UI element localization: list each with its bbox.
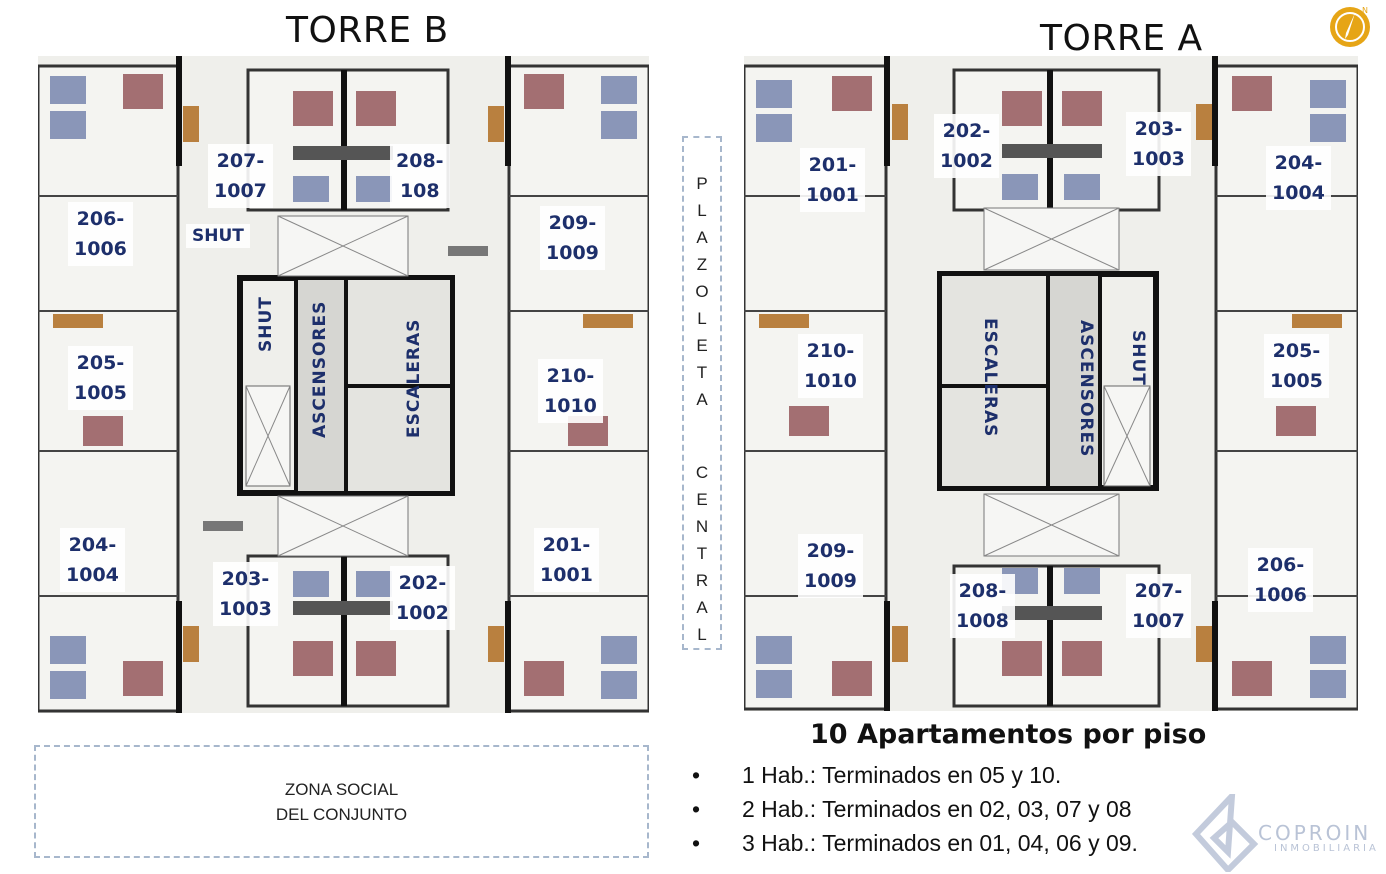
- apt-b-208-108-label: 208-108: [390, 144, 450, 208]
- apt-a-204-1004-label: 204-1004: [1266, 146, 1331, 210]
- svg-text:N: N: [1362, 6, 1368, 15]
- torre-a-ascensores-label: ASCENSORES: [1076, 320, 1096, 458]
- compass-icon: N: [1330, 6, 1370, 47]
- plazoleta-letter: A: [696, 598, 708, 617]
- torre-a-shut-label: SHUT: [1128, 330, 1148, 386]
- plazoleta-letter: O: [695, 282, 709, 301]
- apt-b-207-1007-label: 207-1007: [208, 144, 273, 208]
- logo-subtitle: INMOBILIARIA: [1274, 843, 1379, 854]
- apt-b-201-1001-label: 201-1001: [534, 528, 599, 592]
- logo-name: COPROIN: [1258, 821, 1372, 845]
- plazoleta-letter: A: [696, 228, 708, 247]
- info-list: 1 Hab.: Terminados en 05 y 10. 2 Hab.: T…: [692, 760, 1138, 862]
- zona-social: ZONA SOCIAL DEL CONJUNTO: [34, 745, 649, 858]
- torre-b-title: TORRE B: [286, 10, 449, 51]
- plazoleta-letter: L: [697, 309, 707, 328]
- plazoleta-letter: R: [695, 571, 709, 590]
- apt-a-203-1003-label: 203-1003: [1126, 112, 1191, 176]
- plazoleta-letter: E: [696, 490, 708, 509]
- torre-b-shut-label: SHUT: [256, 296, 276, 352]
- torre-b-ascensores-label: ASCENSORES: [310, 300, 330, 438]
- apt-a-207-1007-label: 207-1007: [1126, 574, 1191, 638]
- coproin-logo-icon: [1192, 794, 1259, 872]
- plazoleta-letter: N: [695, 517, 709, 536]
- apt-b-204-1004-label: 204-1004: [60, 528, 125, 592]
- info-item: 2 Hab.: Terminados en 02, 03, 07 y 08: [692, 794, 1138, 828]
- info-item: 1 Hab.: Terminados en 05 y 10.: [692, 760, 1138, 794]
- apt-b-205-1005-label: 205-1005: [68, 346, 133, 410]
- apt-b-210-1010-label: 210-1010: [538, 359, 603, 423]
- plazoleta-letter: T: [696, 544, 708, 563]
- plazoleta-letter: A: [696, 390, 708, 409]
- plazoleta-letter: L: [697, 201, 707, 220]
- apt-b-203-1003-label: 203-1003: [213, 562, 278, 626]
- torre-a-title: TORRE A: [1040, 18, 1203, 59]
- plazoleta-letter: T: [696, 363, 708, 382]
- plazoleta-central: P L A Z O L E T A C E N T R A L: [682, 136, 722, 650]
- apt-a-209-1009-label: 209-1009: [798, 534, 863, 598]
- info-item: 3 Hab.: Terminados en 01, 04, 06 y 09.: [692, 828, 1138, 862]
- apt-b-202-1002-label: 202-1002: [390, 566, 455, 630]
- apt-b-206-1006-label: 206-1006: [68, 202, 133, 266]
- plazoleta-letter: C: [695, 463, 709, 482]
- plazoleta-letter: L: [697, 625, 707, 644]
- zona-social-line1: ZONA SOCIAL: [284, 779, 399, 799]
- torre-b-floor-plan: 207-1007 208-108 206-1006 209-1009 205-1…: [38, 56, 649, 713]
- info-title: 10 Apartamentos por piso: [810, 719, 1207, 750]
- torre-a-escaleras-label: ESCALERAS: [980, 318, 1000, 438]
- zona-social-line2: DEL CONJUNTO: [275, 804, 408, 824]
- apt-a-202-1002-label: 202-1002: [934, 114, 999, 178]
- apt-a-201-1001-label: 201-1001: [800, 148, 865, 212]
- apt-b-209-1009-label: 209-1009: [540, 206, 605, 270]
- torre-a-floor-plan: 202-1002 203-1003 201-1001 204-1004 210-…: [744, 56, 1358, 711]
- plazoleta-letter: P: [696, 174, 708, 193]
- apt-a-205-1005-label: 205-1005: [1264, 334, 1329, 398]
- apt-a-208-1008-label: 208-1008: [950, 574, 1015, 638]
- apt-a-206-1006-label: 206-1006: [1248, 548, 1313, 612]
- plazoleta-letter: E: [696, 336, 708, 355]
- plazoleta-letter: Z: [696, 255, 708, 274]
- torre-b-shut-top-label: SHUT: [186, 224, 250, 248]
- torre-b-escaleras-label: ESCALERAS: [404, 318, 424, 438]
- apt-a-210-1010-label: 210-1010: [798, 334, 863, 398]
